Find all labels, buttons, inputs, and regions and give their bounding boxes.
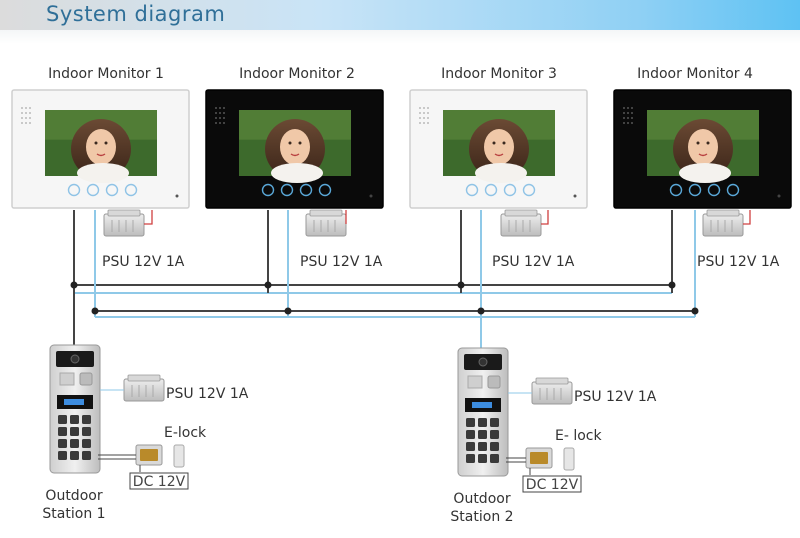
station-label-line1: Outdoor — [453, 491, 510, 507]
monitor-button-icon[interactable] — [299, 183, 313, 197]
psu-unit-icon — [531, 377, 573, 405]
keypad-key[interactable] — [478, 442, 487, 451]
keypad-key[interactable] — [478, 430, 487, 439]
face-shape — [484, 129, 514, 165]
monitor-button-icon[interactable] — [67, 183, 81, 197]
monitor-button-icon[interactable] — [503, 183, 517, 197]
keypad-key[interactable] — [490, 418, 499, 427]
keypad-key[interactable] — [478, 454, 487, 463]
page-title: System diagram — [46, 2, 226, 26]
keypad-key[interactable] — [58, 427, 67, 436]
dc-label: DC 12V — [526, 477, 579, 493]
header-shadow — [0, 30, 800, 44]
keypad-key[interactable] — [70, 439, 79, 448]
header-bar: System diagram — [0, 0, 800, 30]
psu-label: PSU 12V 1A — [492, 254, 575, 270]
keypad-key[interactable] — [490, 442, 499, 451]
keypad-key[interactable] — [82, 415, 91, 424]
keypad-key[interactable] — [58, 439, 67, 448]
elock-label: E-lock — [164, 425, 207, 441]
keypad-key[interactable] — [466, 418, 475, 427]
monitor-button-icon[interactable] — [726, 183, 740, 197]
indoor-monitor-4: Indoor Monitor 4 PSU 12V 1A — [613, 66, 792, 270]
monitor-button-icon[interactable] — [318, 183, 332, 197]
psu-unit-icon — [103, 209, 145, 237]
monitor-button-icon[interactable] — [86, 183, 100, 197]
psu-label: PSU 12V 1A — [300, 254, 383, 270]
keypad-key[interactable] — [490, 454, 499, 463]
monitor-button-icon[interactable] — [688, 183, 702, 197]
monitor-button-icon[interactable] — [261, 183, 275, 197]
keypad-key[interactable] — [58, 415, 67, 424]
keypad-key[interactable] — [82, 427, 91, 436]
psu-label: PSU 12V 1A — [166, 386, 249, 402]
station-label-line2: Station 2 — [450, 509, 513, 525]
elock-label: E- lock — [555, 428, 603, 444]
keypad-key[interactable] — [466, 430, 475, 439]
monitor-button-icon[interactable] — [522, 183, 536, 197]
keypad-key[interactable] — [70, 427, 79, 436]
keypad-key[interactable] — [82, 439, 91, 448]
monitor-button-icon[interactable] — [280, 183, 294, 197]
monitor-button-icon[interactable] — [484, 183, 498, 197]
psu-unit-icon — [305, 209, 347, 237]
keypad-key[interactable] — [466, 454, 475, 463]
keypad-key[interactable] — [70, 451, 79, 460]
monitor-label: Indoor Monitor 1 — [48, 66, 164, 82]
indoor-monitor-3: Indoor Monitor 3 PSU 12V 1A — [409, 66, 588, 270]
dc-box — [522, 475, 582, 493]
indoor-monitor-1: Indoor Monitor 1 PSU 12V 1A — [11, 66, 190, 270]
keypad-key[interactable] — [82, 451, 91, 460]
station-label-line2: Station 1 — [42, 506, 105, 522]
psu-label: PSU 12V 1A — [574, 389, 657, 405]
monitor-button-icon[interactable] — [669, 183, 683, 197]
monitor-button-icon[interactable] — [105, 183, 119, 197]
indoor-monitor-2: Indoor Monitor 2 PSU 12V 1A — [205, 66, 384, 270]
dc-label: DC 12V — [133, 474, 186, 490]
keypad-key[interactable] — [466, 442, 475, 451]
psu-label: PSU 12V 1A — [697, 254, 780, 270]
psu-unit-icon — [702, 209, 744, 237]
face-shape — [688, 129, 718, 165]
monitor-button-icon[interactable] — [707, 183, 721, 197]
monitor-label: Indoor Monitor 3 — [441, 66, 557, 82]
keypad-key[interactable] — [490, 430, 499, 439]
monitor-button-icon[interactable] — [465, 183, 479, 197]
bus-wiring — [70, 210, 699, 348]
psu-unit-icon — [500, 209, 542, 237]
dc-box — [129, 472, 189, 490]
monitor-label: Indoor Monitor 2 — [239, 66, 355, 82]
psu-unit-icon — [123, 374, 165, 402]
psu-label: PSU 12V 1A — [102, 254, 185, 270]
station-label-line1: Outdoor — [45, 488, 102, 504]
monitor-button-icon[interactable] — [124, 183, 138, 197]
face-shape — [86, 129, 116, 165]
face-shape — [280, 129, 310, 165]
keypad-key[interactable] — [478, 418, 487, 427]
keypad-key[interactable] — [58, 451, 67, 460]
keypad-key[interactable] — [70, 415, 79, 424]
monitor-label: Indoor Monitor 4 — [637, 66, 753, 82]
